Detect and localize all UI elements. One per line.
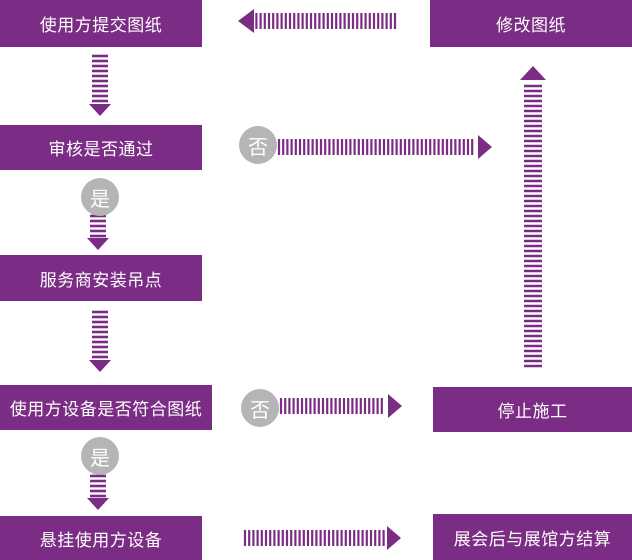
node-hang-equipment: 悬挂使用方设备: [0, 516, 202, 560]
arrow-modify-to-submit-head: [238, 9, 254, 33]
node-settle-with-venue: 展会后与展馆方结算: [433, 514, 632, 560]
node-equipment-conforms: 使用方设备是否符合图纸: [0, 385, 212, 430]
arrow-yes-to-install-head: [87, 238, 109, 250]
node-stop-construction: 停止施工: [433, 387, 632, 432]
node-review-approved: 审核是否通过: [0, 125, 202, 170]
no-badge-review: 否: [239, 126, 277, 164]
arrow-no-to-stop-head: [388, 394, 402, 418]
node-modify-drawings: 修改图纸: [430, 0, 632, 47]
arrow-hang-to-settle: [243, 526, 401, 550]
no-badge-conform: 否: [241, 389, 279, 427]
node-install-rigging-points: 服务商安装吊点: [0, 255, 202, 301]
arrow-yes-to-hang: [87, 474, 109, 510]
arrow-no-to-modify-column-head: [478, 135, 492, 159]
arrow-install-to-conform-head: [89, 360, 111, 372]
arrow-no-to-modify-column: [277, 135, 492, 159]
arrow-stop-to-modify-head: [520, 66, 546, 80]
arrow-hang-to-settle-head: [387, 526, 401, 550]
arrow-modify-to-submit: [238, 9, 397, 33]
arrow-submit-to-review: [89, 54, 111, 116]
node-submit-drawings: 使用方提交图纸: [0, 0, 202, 47]
arrow-install-to-conform: [89, 310, 111, 372]
arrow-stop-to-modify: [520, 66, 546, 368]
yes-badge-conform: 是: [81, 437, 119, 475]
arrow-yes-to-install: [87, 214, 109, 250]
arrow-submit-to-review-head: [89, 104, 111, 116]
yes-badge-review: 是: [81, 178, 119, 216]
arrow-no-to-stop: [279, 394, 402, 418]
arrow-yes-to-hang-head: [87, 498, 109, 510]
